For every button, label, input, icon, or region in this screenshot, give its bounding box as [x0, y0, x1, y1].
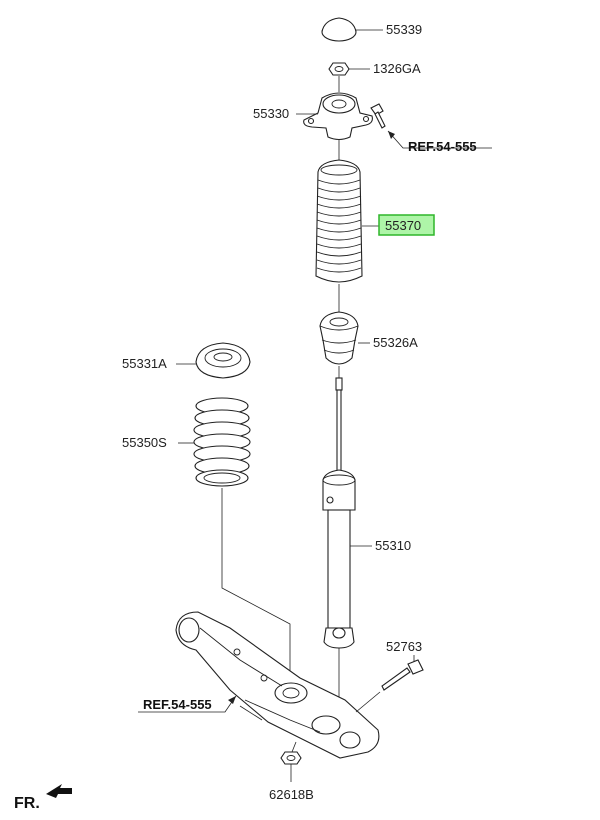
- ref-54-555-top[interactable]: REF.54-555: [408, 139, 477, 154]
- part-52763-drawing: [355, 655, 424, 713]
- highlight-55370: [378, 214, 435, 236]
- lower-arm-drawing: [175, 611, 380, 759]
- part-55350S-drawing: [178, 397, 291, 690]
- label-55370[interactable]: 55370: [385, 218, 421, 233]
- label-62618B[interactable]: 62618B: [269, 787, 314, 802]
- front-direction-arrow: [46, 784, 72, 798]
- part-55339-drawing: [321, 17, 383, 42]
- label-52763[interactable]: 52763: [386, 639, 422, 654]
- label-55350S[interactable]: 55350S: [122, 435, 167, 450]
- label-1326GA[interactable]: 1326GA: [373, 61, 421, 76]
- part-55310-drawing: [322, 366, 372, 742]
- part-55331A-drawing: [176, 342, 251, 379]
- part-1326GA-drawing: [328, 62, 370, 76]
- part-55326A-drawing: [319, 284, 370, 365]
- label-55331A[interactable]: 55331A: [122, 356, 167, 371]
- front-direction-label: FR.: [14, 795, 40, 812]
- label-55310[interactable]: 55310: [375, 538, 411, 553]
- label-55326A[interactable]: 55326A: [373, 335, 418, 350]
- ref-left-leader: [138, 695, 237, 713]
- ref-54-555-left[interactable]: REF.54-555: [143, 697, 212, 712]
- part-55370-drawing: [315, 140, 379, 283]
- part-55330-drawing: [296, 76, 373, 141]
- bolt-top-drawing: [370, 103, 492, 149]
- label-55330[interactable]: 55330: [253, 106, 289, 121]
- part-62618B-drawing: [280, 741, 302, 782]
- label-55339[interactable]: 55339: [386, 22, 422, 37]
